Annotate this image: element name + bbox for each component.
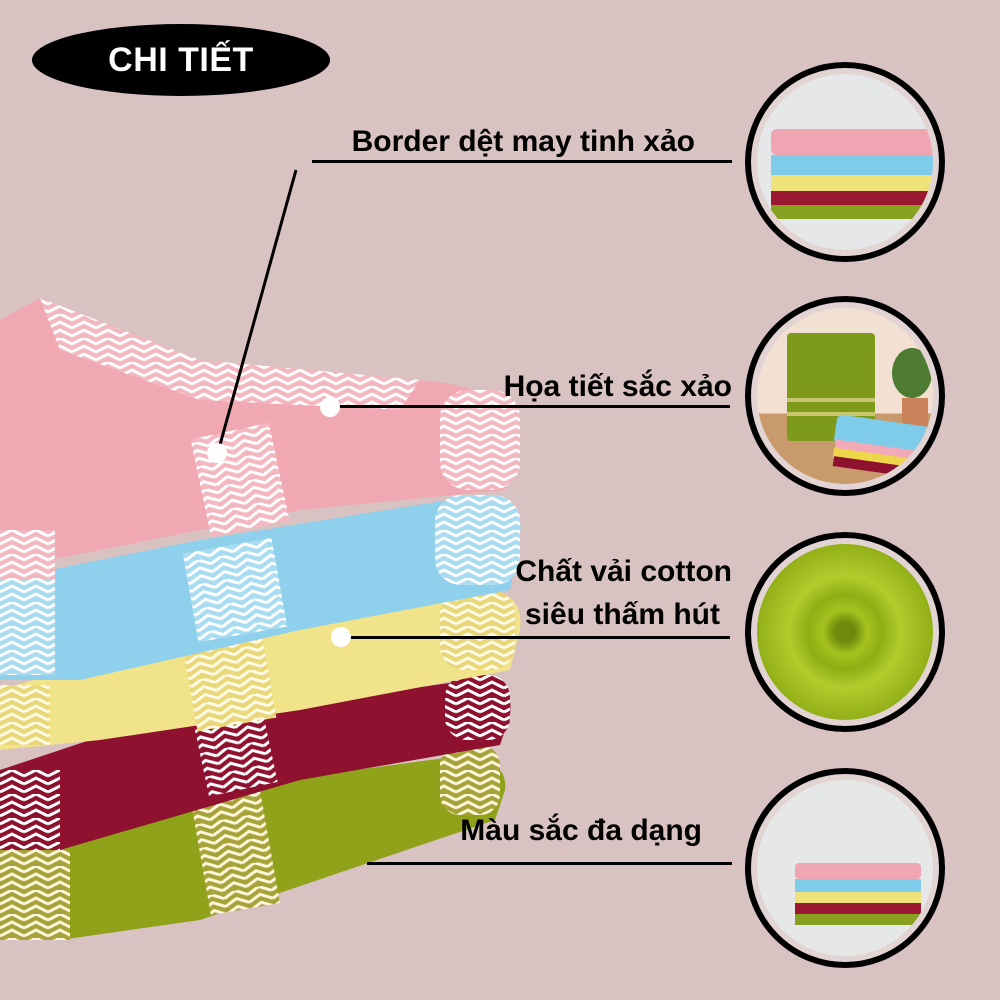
leader-line-1 — [312, 160, 732, 163]
section-title-badge: CHI TIẾT — [32, 24, 330, 96]
feature-image-border — [745, 62, 945, 262]
section-title: CHI TIẾT — [108, 40, 254, 79]
hotspot-dot-1 — [207, 443, 227, 463]
feature-image-pattern — [745, 296, 945, 496]
towel-stack-illustration — [0, 298, 521, 940]
leader-line-4 — [367, 862, 732, 865]
feature-label-border: Border dệt may tinh xảo — [351, 125, 695, 158]
feature-label-material-line1: Chất vải cotton — [515, 555, 732, 588]
feature-label-material-line2: siêu thấm hút — [524, 598, 720, 631]
leader-line-3 — [340, 636, 730, 639]
feature-label-pattern: Họa tiết sắc xảo — [503, 370, 732, 403]
leader-line-2 — [330, 405, 730, 408]
towel-stack-image — [0, 290, 540, 960]
feature-image-colors — [745, 768, 945, 968]
hotspot-dot-3 — [331, 627, 351, 647]
feature-label-colors: Màu sắc đa dạng — [460, 814, 702, 847]
feature-image-material — [745, 532, 945, 732]
hotspot-dot-2 — [320, 397, 340, 417]
